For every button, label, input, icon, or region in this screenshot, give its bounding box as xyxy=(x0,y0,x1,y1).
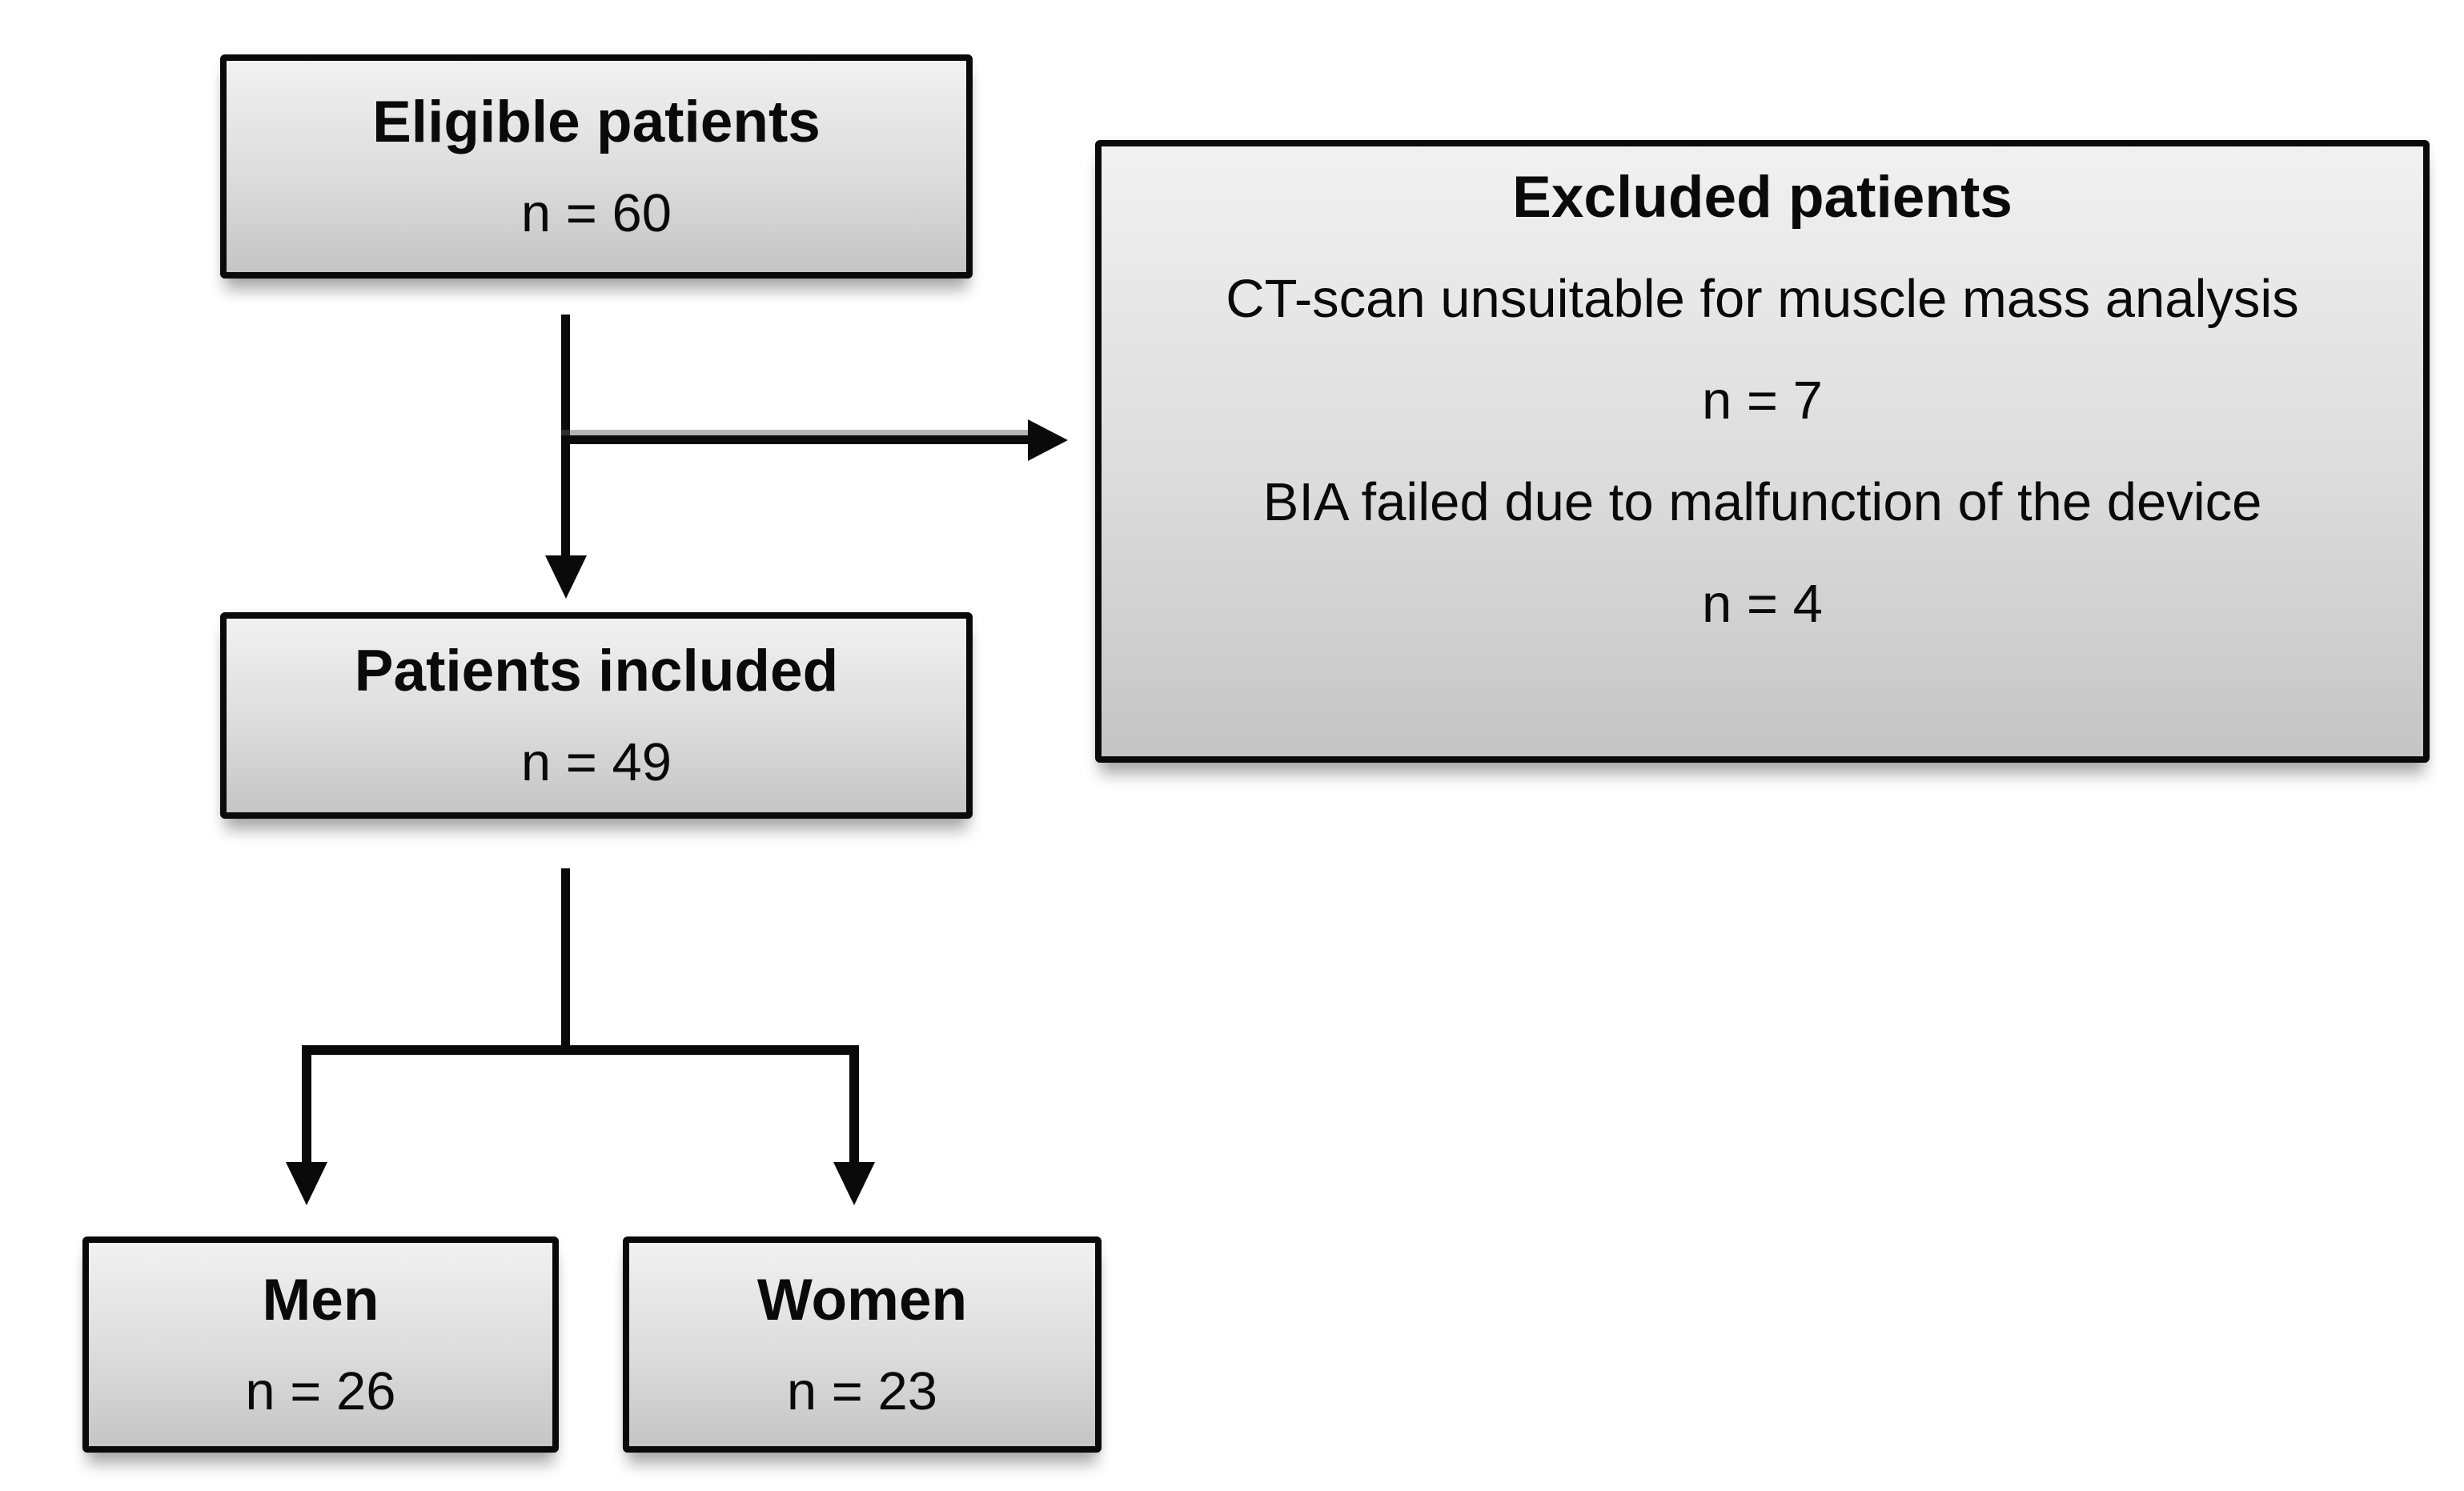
box-title: Women xyxy=(756,1268,968,1333)
box-men: Men n = 26 xyxy=(82,1236,559,1453)
connector-split-to-men xyxy=(302,1045,311,1162)
box-title: Men xyxy=(262,1268,379,1333)
box-count: n = 23 xyxy=(786,1361,938,1421)
box-count: n = 26 xyxy=(245,1361,396,1421)
connector-split-to-women xyxy=(849,1045,859,1162)
connector-included-to-split xyxy=(561,868,570,1051)
arrowhead-down-icon xyxy=(545,555,587,599)
box-count: n = 60 xyxy=(520,183,672,243)
box-title: Eligible patients xyxy=(372,90,821,154)
arrowhead-down-icon xyxy=(833,1162,875,1205)
arrowhead-down-icon xyxy=(286,1162,327,1205)
box-women: Women n = 23 xyxy=(623,1236,1102,1453)
exclusion-reason: BIA failed due to malfunction of the dev… xyxy=(1262,472,2262,532)
connector-to-excluded xyxy=(561,435,1029,444)
exclusion-reason: CT-scan unsuitable for muscle mass analy… xyxy=(1226,269,2299,329)
exclusion-count: n = 7 xyxy=(1702,371,1823,431)
box-title: Patients included xyxy=(354,639,839,703)
box-title: Excluded patients xyxy=(1512,165,2013,230)
split-bar xyxy=(302,1045,859,1055)
box-count: n = 49 xyxy=(520,732,672,792)
box-patients-included: Patients included n = 49 xyxy=(220,612,973,819)
box-excluded-patients: Excluded patients CT-scan unsuitable for… xyxy=(1095,140,2430,763)
arrowhead-right-icon xyxy=(1028,419,1068,461)
box-eligible-patients: Eligible patients n = 60 xyxy=(220,54,973,279)
exclusion-count: n = 4 xyxy=(1702,574,1823,634)
